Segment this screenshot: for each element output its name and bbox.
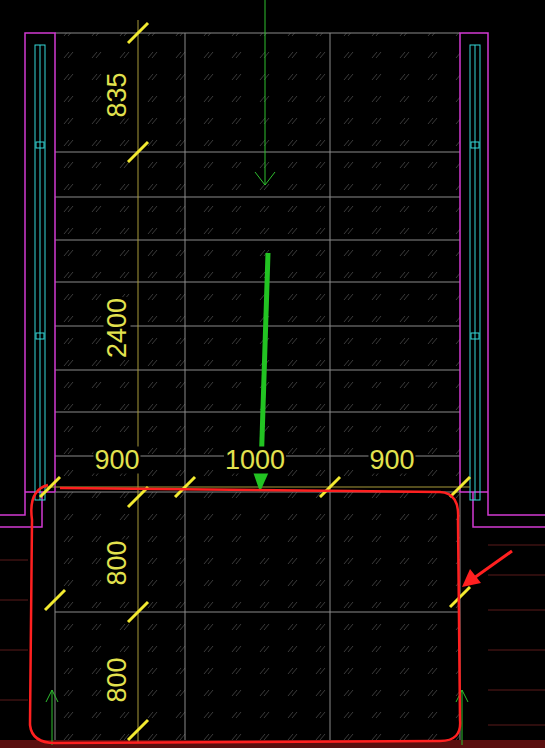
dimension-label: 800 <box>104 539 131 586</box>
dimension-text: 900 <box>368 447 415 474</box>
dimension-label: 835 <box>104 71 131 118</box>
dimension-label: 1000 <box>224 447 286 474</box>
annotation-arrow <box>462 551 512 587</box>
dimension-label: 900 <box>368 447 415 474</box>
dimension-text: 800 <box>104 539 131 586</box>
walk-arrow <box>46 0 468 745</box>
dimension-label: 900 <box>93 447 140 474</box>
dimension-label: 800 <box>104 656 131 703</box>
dimension-text: 800 <box>104 656 131 703</box>
floor-hatch <box>55 33 460 740</box>
dimension-text: 900 <box>93 447 140 474</box>
dimension-text: 2400 <box>104 297 131 359</box>
annotation-outline <box>30 485 460 743</box>
dimension-text: 835 <box>104 71 131 118</box>
dimension-text: 1000 <box>224 447 286 474</box>
stair-treads <box>55 33 460 740</box>
dimension-label: 2400 <box>104 297 131 359</box>
wall-outline <box>0 33 545 527</box>
dimension-line <box>45 20 470 742</box>
dimension-ticks <box>40 23 470 740</box>
window <box>35 45 480 500</box>
